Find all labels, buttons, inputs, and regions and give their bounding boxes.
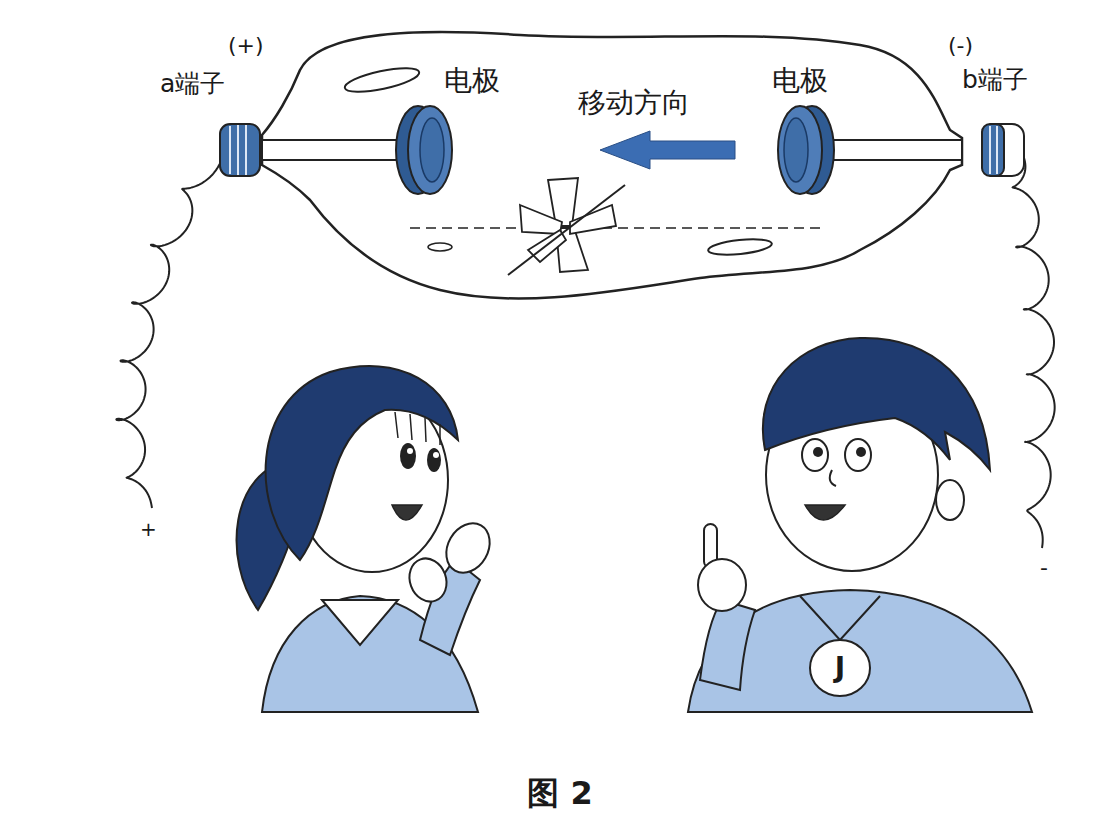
shirt-badge <box>810 640 870 696</box>
shirt-letter: J <box>835 653 845 684</box>
girl-collar <box>322 600 398 645</box>
direction-arrow <box>600 131 735 169</box>
terminal-stripe <box>989 126 991 174</box>
glass-reflection <box>428 243 452 251</box>
boy-eye <box>802 439 828 471</box>
eye-shine <box>407 448 413 454</box>
boy-ear <box>936 480 964 520</box>
boy-pupil <box>813 447 823 457</box>
boy-shirt <box>688 590 1032 712</box>
girl-eye <box>427 448 441 472</box>
boy-sleeve <box>700 600 755 690</box>
electrode-right <box>778 106 962 194</box>
boy-hair <box>763 338 990 470</box>
girl-hair <box>266 366 458 560</box>
girl-hand <box>438 515 499 580</box>
electrode-rod <box>262 140 402 160</box>
paddle-axle <box>508 185 625 275</box>
direction-label: 移动方向 <box>578 88 690 119</box>
girl-bangs <box>395 412 440 445</box>
girl-figure <box>237 366 499 712</box>
boy-eye <box>845 439 871 471</box>
eye-shine <box>433 452 439 458</box>
boy-pupil <box>856 447 866 457</box>
polarity-mark: (+) <box>228 34 264 58</box>
boy-mouth <box>805 505 845 520</box>
terminal-stripe <box>237 125 239 175</box>
wire-coil <box>116 160 222 508</box>
part-label: 电极 <box>772 66 828 97</box>
terminal-a <box>220 124 260 176</box>
boy-collar <box>800 596 880 640</box>
paddle-blade <box>520 205 562 234</box>
part-label: 电极 <box>444 66 500 97</box>
tube-outline <box>262 32 962 299</box>
electrode-face <box>420 118 444 182</box>
electrode-face <box>784 118 808 182</box>
electrode-left <box>262 106 452 194</box>
boy-nose <box>830 470 836 486</box>
boy-figure <box>688 338 1032 712</box>
polarity-mark: + <box>140 518 157 540</box>
polarity-mark: (-) <box>948 34 973 58</box>
wire-coil <box>1013 158 1055 548</box>
girl-mouth <box>392 505 422 520</box>
glass-tube <box>262 32 962 299</box>
girl-hand <box>404 553 453 607</box>
figure-caption: 图 2 <box>527 776 592 811</box>
electrode-rod <box>825 140 962 160</box>
terminal-stripe <box>996 126 998 174</box>
electrode-disc <box>408 106 452 194</box>
terminal-stripe <box>245 125 247 175</box>
terminal-label: a端子 <box>160 70 225 98</box>
girl-eye <box>400 443 416 469</box>
electrode-disc <box>778 106 822 194</box>
rail-line <box>410 227 820 229</box>
terminal-b <box>982 124 1024 176</box>
terminal-stripe <box>229 126 231 174</box>
polarity-mark: - <box>1040 556 1048 580</box>
paddle-wheel <box>410 178 820 275</box>
boy-hand <box>698 559 746 611</box>
glass-reflection <box>343 63 421 96</box>
glass-reflection <box>707 237 772 258</box>
terminal-cap <box>982 124 1024 176</box>
terminal-cap <box>220 124 260 176</box>
terminal-cap <box>982 124 1004 176</box>
terminal-label: b端子 <box>962 66 1028 94</box>
